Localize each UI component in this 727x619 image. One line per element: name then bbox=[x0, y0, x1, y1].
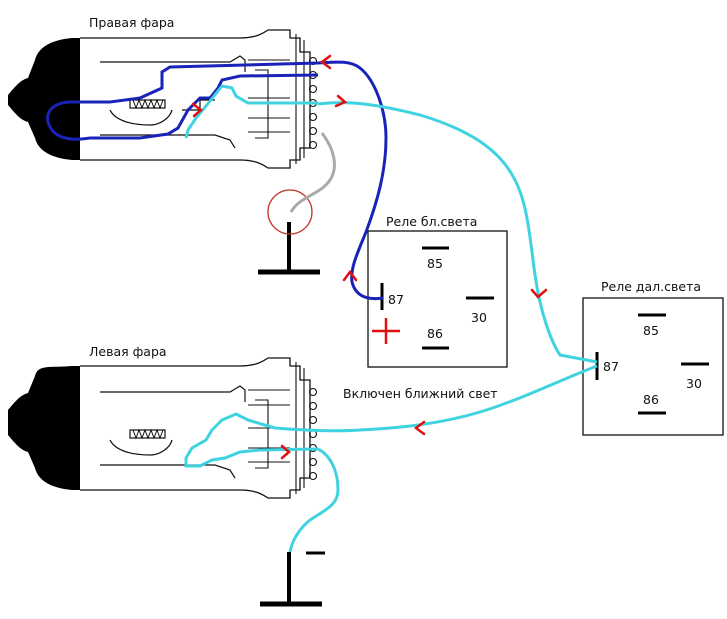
cyan-wire-relay-to-left bbox=[184, 364, 598, 468]
relay-high-beam bbox=[582, 297, 724, 436]
relay-high-pin-87: 87 bbox=[603, 359, 619, 374]
left-headlight-label: Левая фара bbox=[89, 344, 167, 359]
right-headlight-label: Правая фара bbox=[89, 15, 174, 30]
relay-low-pin-87: 87 bbox=[388, 292, 404, 307]
cyan-wire-left-to-ground bbox=[288, 447, 340, 553]
relay-high-pin-86: 86 bbox=[643, 392, 659, 407]
dark-blue-wire bbox=[46, 60, 388, 301]
cyan-wire-right-to-relay bbox=[317, 101, 598, 364]
relay-low-pin-86: 86 bbox=[427, 326, 443, 341]
left-headlight bbox=[8, 357, 318, 499]
ground-wire-gray bbox=[289, 132, 336, 213]
ground-symbol-bottom bbox=[260, 551, 325, 607]
ground-symbol-top bbox=[258, 222, 320, 275]
ground-highlight-circle bbox=[267, 189, 313, 235]
low-beam-on-label: Включен ближний свет bbox=[343, 386, 498, 401]
relay-high-title: Реле дал.света bbox=[601, 279, 701, 294]
direction-arrows bbox=[191, 54, 548, 460]
relay-high-pin-30: 30 bbox=[686, 376, 702, 391]
relay-high-pin-85: 85 bbox=[643, 323, 659, 338]
relay-low-title: Реле бл.света bbox=[386, 214, 477, 229]
cyan-wire-top bbox=[184, 84, 318, 139]
relay-low-pin-85: 85 bbox=[427, 256, 443, 271]
right-headlight bbox=[8, 29, 318, 169]
relay-low-pin-30: 30 bbox=[471, 310, 487, 325]
